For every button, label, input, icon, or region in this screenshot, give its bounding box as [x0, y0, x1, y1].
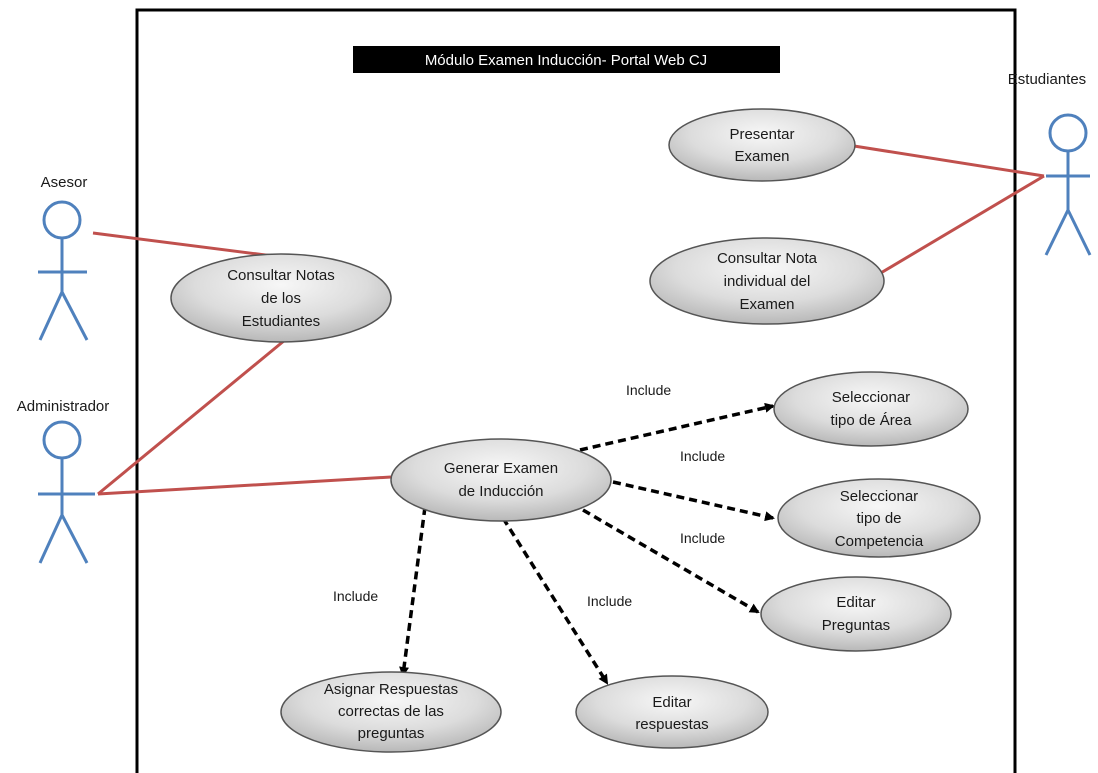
actor-label-administrador: Administrador — [17, 398, 110, 415]
usecase-text: individual del — [724, 273, 811, 290]
usecase-seleccionar-competencia[interactable]: Seleccionar tipo de Competencia — [777, 478, 981, 558]
actor-administrador[interactable] — [38, 420, 95, 564]
usecase-text: preguntas — [358, 725, 425, 742]
usecase-asignar-respuestas[interactable]: Asignar Respuestas correctas de las preg… — [280, 671, 502, 753]
usecase-text: Asignar Respuestas — [324, 681, 458, 698]
assoc-estudiantes-presentar — [853, 144, 1045, 178]
usecase-consultar-nota-individual[interactable]: Consultar Nota individual del Examen — [649, 237, 885, 325]
include-arrow-preguntas — [582, 508, 760, 614]
usecase-text: Editar — [652, 694, 691, 711]
usecase-text: correctas de las — [338, 703, 444, 720]
include-label: Include — [680, 448, 725, 464]
usecase-text: de los — [261, 290, 301, 307]
include-label: Include — [680, 530, 725, 546]
assoc-admin-consultar-notas — [97, 338, 286, 496]
usecase-text: Consultar Nota — [717, 250, 818, 267]
usecase-text: Estudiantes — [242, 313, 320, 330]
usecase-text: Generar Examen — [444, 460, 558, 477]
title-bar — [353, 46, 780, 73]
usecase-text: Examen — [739, 296, 794, 313]
include-label: Include — [587, 593, 632, 609]
usecase-consultar-notas-estudiantes[interactable]: Consultar Notas de los Estudiantes — [170, 253, 392, 343]
usecase-text: tipo de Área — [831, 412, 913, 429]
usecase-presentar-examen[interactable]: Presentar Examen — [668, 108, 856, 182]
associations — [92, 144, 1045, 496]
include-label: Include — [626, 382, 671, 398]
usecase-editar-respuestas[interactable]: Editar respuestas — [575, 675, 769, 749]
assoc-asesor-consultar-notas — [92, 231, 274, 258]
actor-estudiantes[interactable] — [1044, 113, 1092, 256]
assoc-estudiantes-consultar-nota — [873, 174, 1045, 279]
usecase-generar-examen[interactable]: Generar Examen de Inducción — [390, 438, 612, 522]
usecase-text: Preguntas — [822, 617, 890, 634]
usecase-text: Consultar Notas — [227, 267, 335, 284]
usecase-text: tipo de — [856, 510, 901, 527]
usecase-seleccionar-area[interactable]: Seleccionar tipo de Área — [773, 371, 969, 447]
usecase-text: Competencia — [835, 533, 924, 550]
system-boundary — [135, 8, 1017, 773]
include-arrow-asignar — [399, 506, 427, 677]
include-label: Include — [333, 588, 378, 604]
usecase-text: Seleccionar — [832, 389, 910, 406]
actor-label-estudiantes: Estudiantes — [1008, 71, 1086, 88]
usecase-text: Seleccionar — [840, 488, 918, 505]
usecase-text: Examen — [734, 148, 789, 165]
actor-label-asesor: Asesor — [41, 174, 88, 191]
diagram-title: Módulo Examen Inducción- Portal Web CJ — [425, 52, 707, 69]
include-arrow-area — [579, 402, 775, 452]
include-arrow-competencia — [612, 480, 775, 522]
usecase-text: Presentar — [729, 126, 794, 143]
include-arrow-respuestas — [501, 517, 609, 685]
include-arrows — [399, 402, 775, 685]
assoc-admin-generar-examen — [97, 475, 392, 496]
actor-asesor[interactable] — [38, 200, 89, 341]
usecase-text: de Inducción — [458, 483, 543, 500]
usecase-text: Editar — [836, 594, 875, 611]
usecase-text: respuestas — [635, 716, 708, 733]
usecase-editar-preguntas[interactable]: Editar Preguntas — [760, 576, 952, 652]
